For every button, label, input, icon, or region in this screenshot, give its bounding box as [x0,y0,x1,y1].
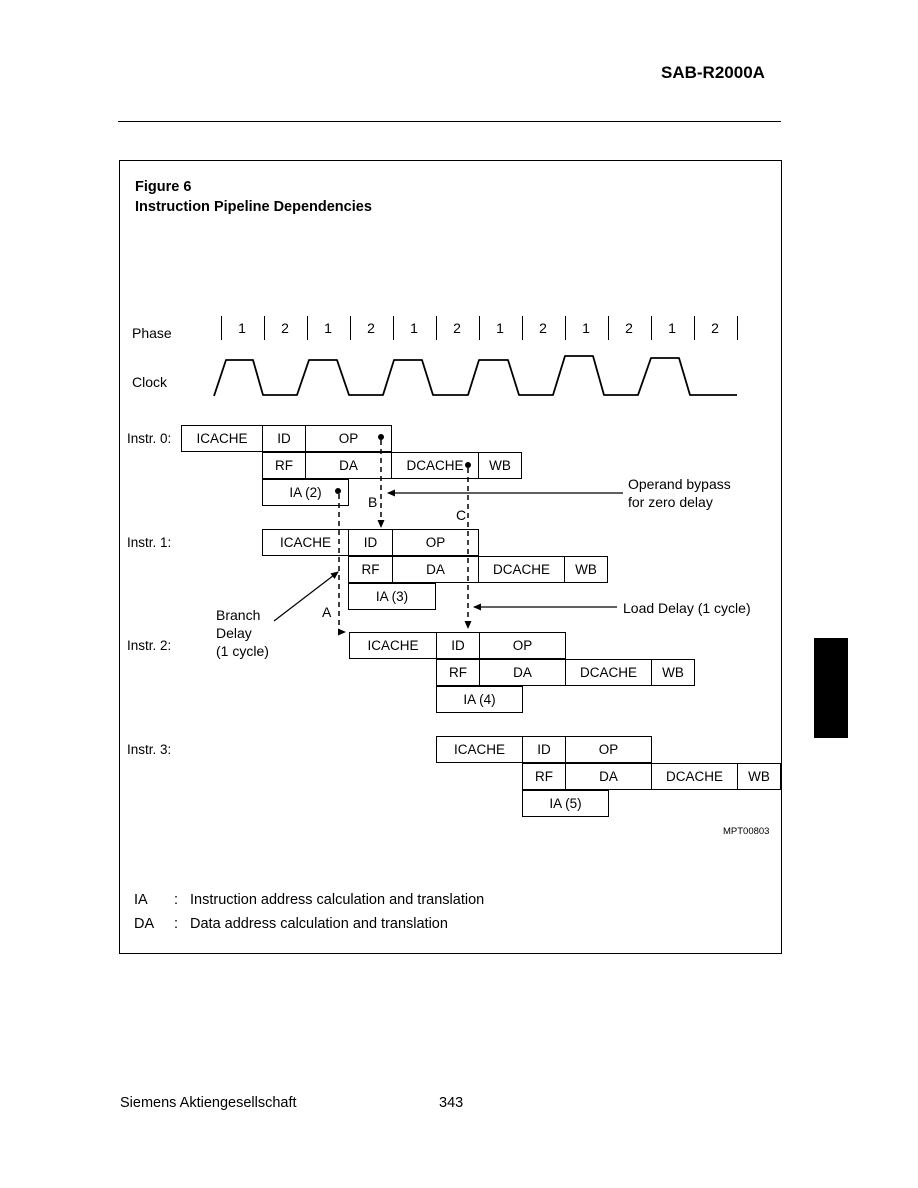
marker-a: A [322,604,332,620]
instr-3-da: DA [565,763,652,790]
footer-company: Siemens Aktiengesellschaft [120,1095,297,1111]
instr-1-wb: WB [564,556,608,583]
phase-number: 2 [453,320,461,336]
phase-tick [522,316,523,340]
instr-0-id: ID [262,425,306,452]
branch-delay-pointer [273,571,339,622]
legend-da-text: Data address calculation and translation [190,916,448,932]
instr-3-icache: ICACHE [436,736,523,763]
phase-tick [651,316,652,340]
instr-0-rf: RF [262,452,306,479]
bypass-annotation-line1: Operand bypass [628,476,731,492]
instr-0-da: DA [305,452,392,479]
phase-tick [479,316,480,340]
phase-tick [737,316,738,340]
instr-1-label: Instr. 1: [127,535,172,550]
branch-delay-line1: Branch [216,607,261,623]
dependency-a-origin [335,488,341,494]
instr-3-op: OP [565,736,652,763]
legend-da-abbr: DA [134,916,155,932]
phase-number: 1 [582,320,590,336]
phase-label: Phase [132,325,172,341]
header-rule [118,121,781,122]
instr-0-dcache: DCACHE [391,452,479,479]
clock-label: Clock [132,374,168,390]
instr-2-op: OP [479,632,566,659]
instr-3-wb: WB [737,763,781,790]
section-tab-marker [814,638,848,738]
instr-1-id: ID [348,529,393,556]
instr-3-dcache: DCACHE [651,763,738,790]
legend-ia-sep: : [174,892,179,908]
phase-tick [608,316,609,340]
phase-tick [436,316,437,340]
phase-number: 2 [711,320,719,336]
load-delay-annotation: Load Delay (1 cycle) [623,600,751,616]
dependency-b-origin [378,434,384,440]
instr-2-label: Instr. 2: [127,638,172,653]
phase-tick [307,316,308,340]
branch-delay-line3: (1 cycle) [216,643,269,659]
legend-ia-text: Instruction address calculation and tran… [190,892,485,908]
phase-number: 1 [496,320,504,336]
instr-3-id: ID [522,736,566,763]
dependency-a-arrow [338,494,346,636]
clock-waveform [213,355,737,397]
legend-ia-abbr: IA [134,892,148,908]
phase-number: 1 [668,320,676,336]
instr-2-wb: WB [651,659,695,686]
instr-1-dcache: DCACHE [478,556,565,583]
marker-b: B [368,494,378,510]
figure-frame [119,160,782,954]
phase-number: 2 [281,320,289,336]
dependency-c-origin [465,462,471,468]
phase-number: 2 [625,320,633,336]
instr-2-ia: IA (4) [436,686,523,713]
figure-title: Instruction Pipeline Dependencies [135,199,372,215]
phase-tick [565,316,566,340]
phase-number: 1 [410,320,418,336]
instr-1-op: OP [392,529,479,556]
phase-tick [221,316,222,340]
phase-tick [264,316,265,340]
instr-2-id: ID [436,632,480,659]
instr-0-op: OP [305,425,392,452]
phase-number: 1 [238,320,246,336]
instr-0-wb: WB [478,452,522,479]
figure-number: Figure 6 [135,179,192,195]
instr-1-ia: IA (3) [348,583,436,610]
marker-c: C [456,507,467,523]
instr-1-rf: RF [348,556,393,583]
phase-number: 1 [324,320,332,336]
figure-reference-code: MPT00803 [723,826,770,837]
instr-1-icache: ICACHE [262,529,349,556]
document-title: SAB-R2000A [661,63,765,82]
phase-tick [350,316,351,340]
phase-number: 2 [539,320,547,336]
instr-2-icache: ICACHE [349,632,437,659]
instr-0-icache: ICACHE [181,425,263,452]
legend-da-sep: : [174,916,179,932]
instr-0-label: Instr. 0: [127,431,172,446]
footer-page-number: 343 [439,1095,464,1111]
instr-0-ia: IA (2) [262,479,349,506]
instr-3-ia: IA (5) [522,790,609,817]
bypass-annotation-line2: for zero delay [628,494,713,510]
branch-delay-line2: Delay [216,625,252,641]
phase-number: 2 [367,320,375,336]
phase-tick [393,316,394,340]
instr-2-dcache: DCACHE [565,659,652,686]
instr-3-label: Instr. 3: [127,742,172,757]
phase-tick [694,316,695,340]
